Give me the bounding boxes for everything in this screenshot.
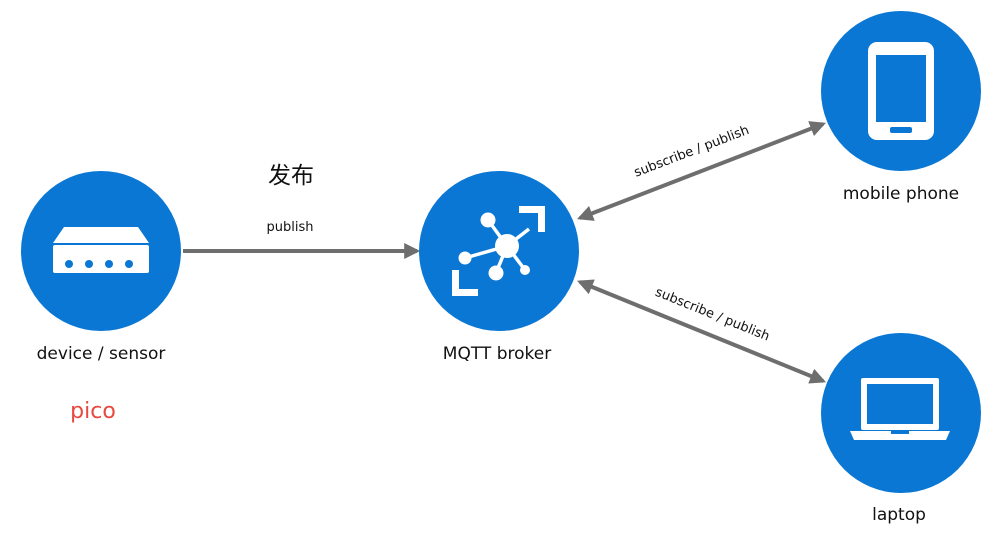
router-icon — [53, 227, 149, 273]
phone-node[interactable] — [821, 11, 981, 171]
device-label: device / sensor — [37, 344, 166, 364]
broker-label: MQTT broker — [443, 344, 551, 364]
pico-annotation: pico — [70, 399, 116, 424]
phone-label: mobile phone — [843, 184, 959, 204]
broker-laptop-arrow — [577, 279, 826, 384]
publish-label-cn: 发布 — [268, 163, 314, 189]
laptop-label: laptop — [872, 505, 926, 525]
hub-network-icon — [452, 206, 545, 296]
broker-phone-arrow — [577, 121, 826, 221]
laptop-icon — [850, 378, 950, 440]
device-node[interactable] — [21, 171, 181, 331]
laptop-node[interactable] — [821, 333, 981, 493]
publish-label: publish — [267, 220, 314, 235]
mobile-phone-icon — [868, 42, 934, 140]
broker-node[interactable] — [419, 171, 579, 331]
broker-phone-label: subscribe / publish — [632, 123, 751, 181]
